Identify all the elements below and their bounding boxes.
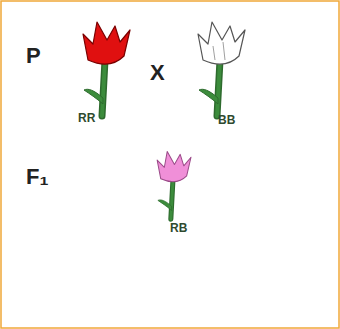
white-flower	[198, 22, 245, 116]
generation-label: F₁	[26, 166, 49, 188]
pink-flower	[157, 151, 191, 219]
genotype-label: RB	[170, 222, 187, 234]
red-flower	[83, 22, 130, 116]
genotype-label: BB	[218, 114, 235, 126]
cross-symbol: X	[150, 62, 165, 84]
genotype-label: RR	[78, 112, 95, 124]
generation-label: P	[26, 45, 41, 67]
